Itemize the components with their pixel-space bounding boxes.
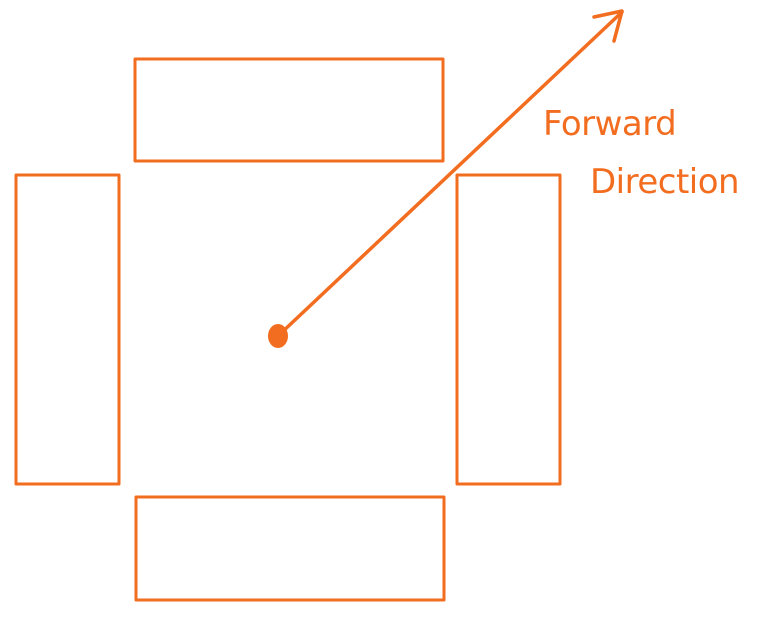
arrow-shaft: [277, 10, 624, 337]
forward-direction-arrow: [277, 9, 624, 337]
right-rectangle: [455, 173, 562, 486]
center-point: [268, 324, 288, 348]
left-rectangle: [14, 173, 121, 486]
arrow-head: [592, 9, 624, 43]
bottom-rectangle: [134, 495, 446, 602]
direction-label-line1: Forward: [543, 104, 676, 144]
direction-label-line2: Direction: [590, 162, 739, 202]
top-rectangle: [133, 57, 445, 163]
